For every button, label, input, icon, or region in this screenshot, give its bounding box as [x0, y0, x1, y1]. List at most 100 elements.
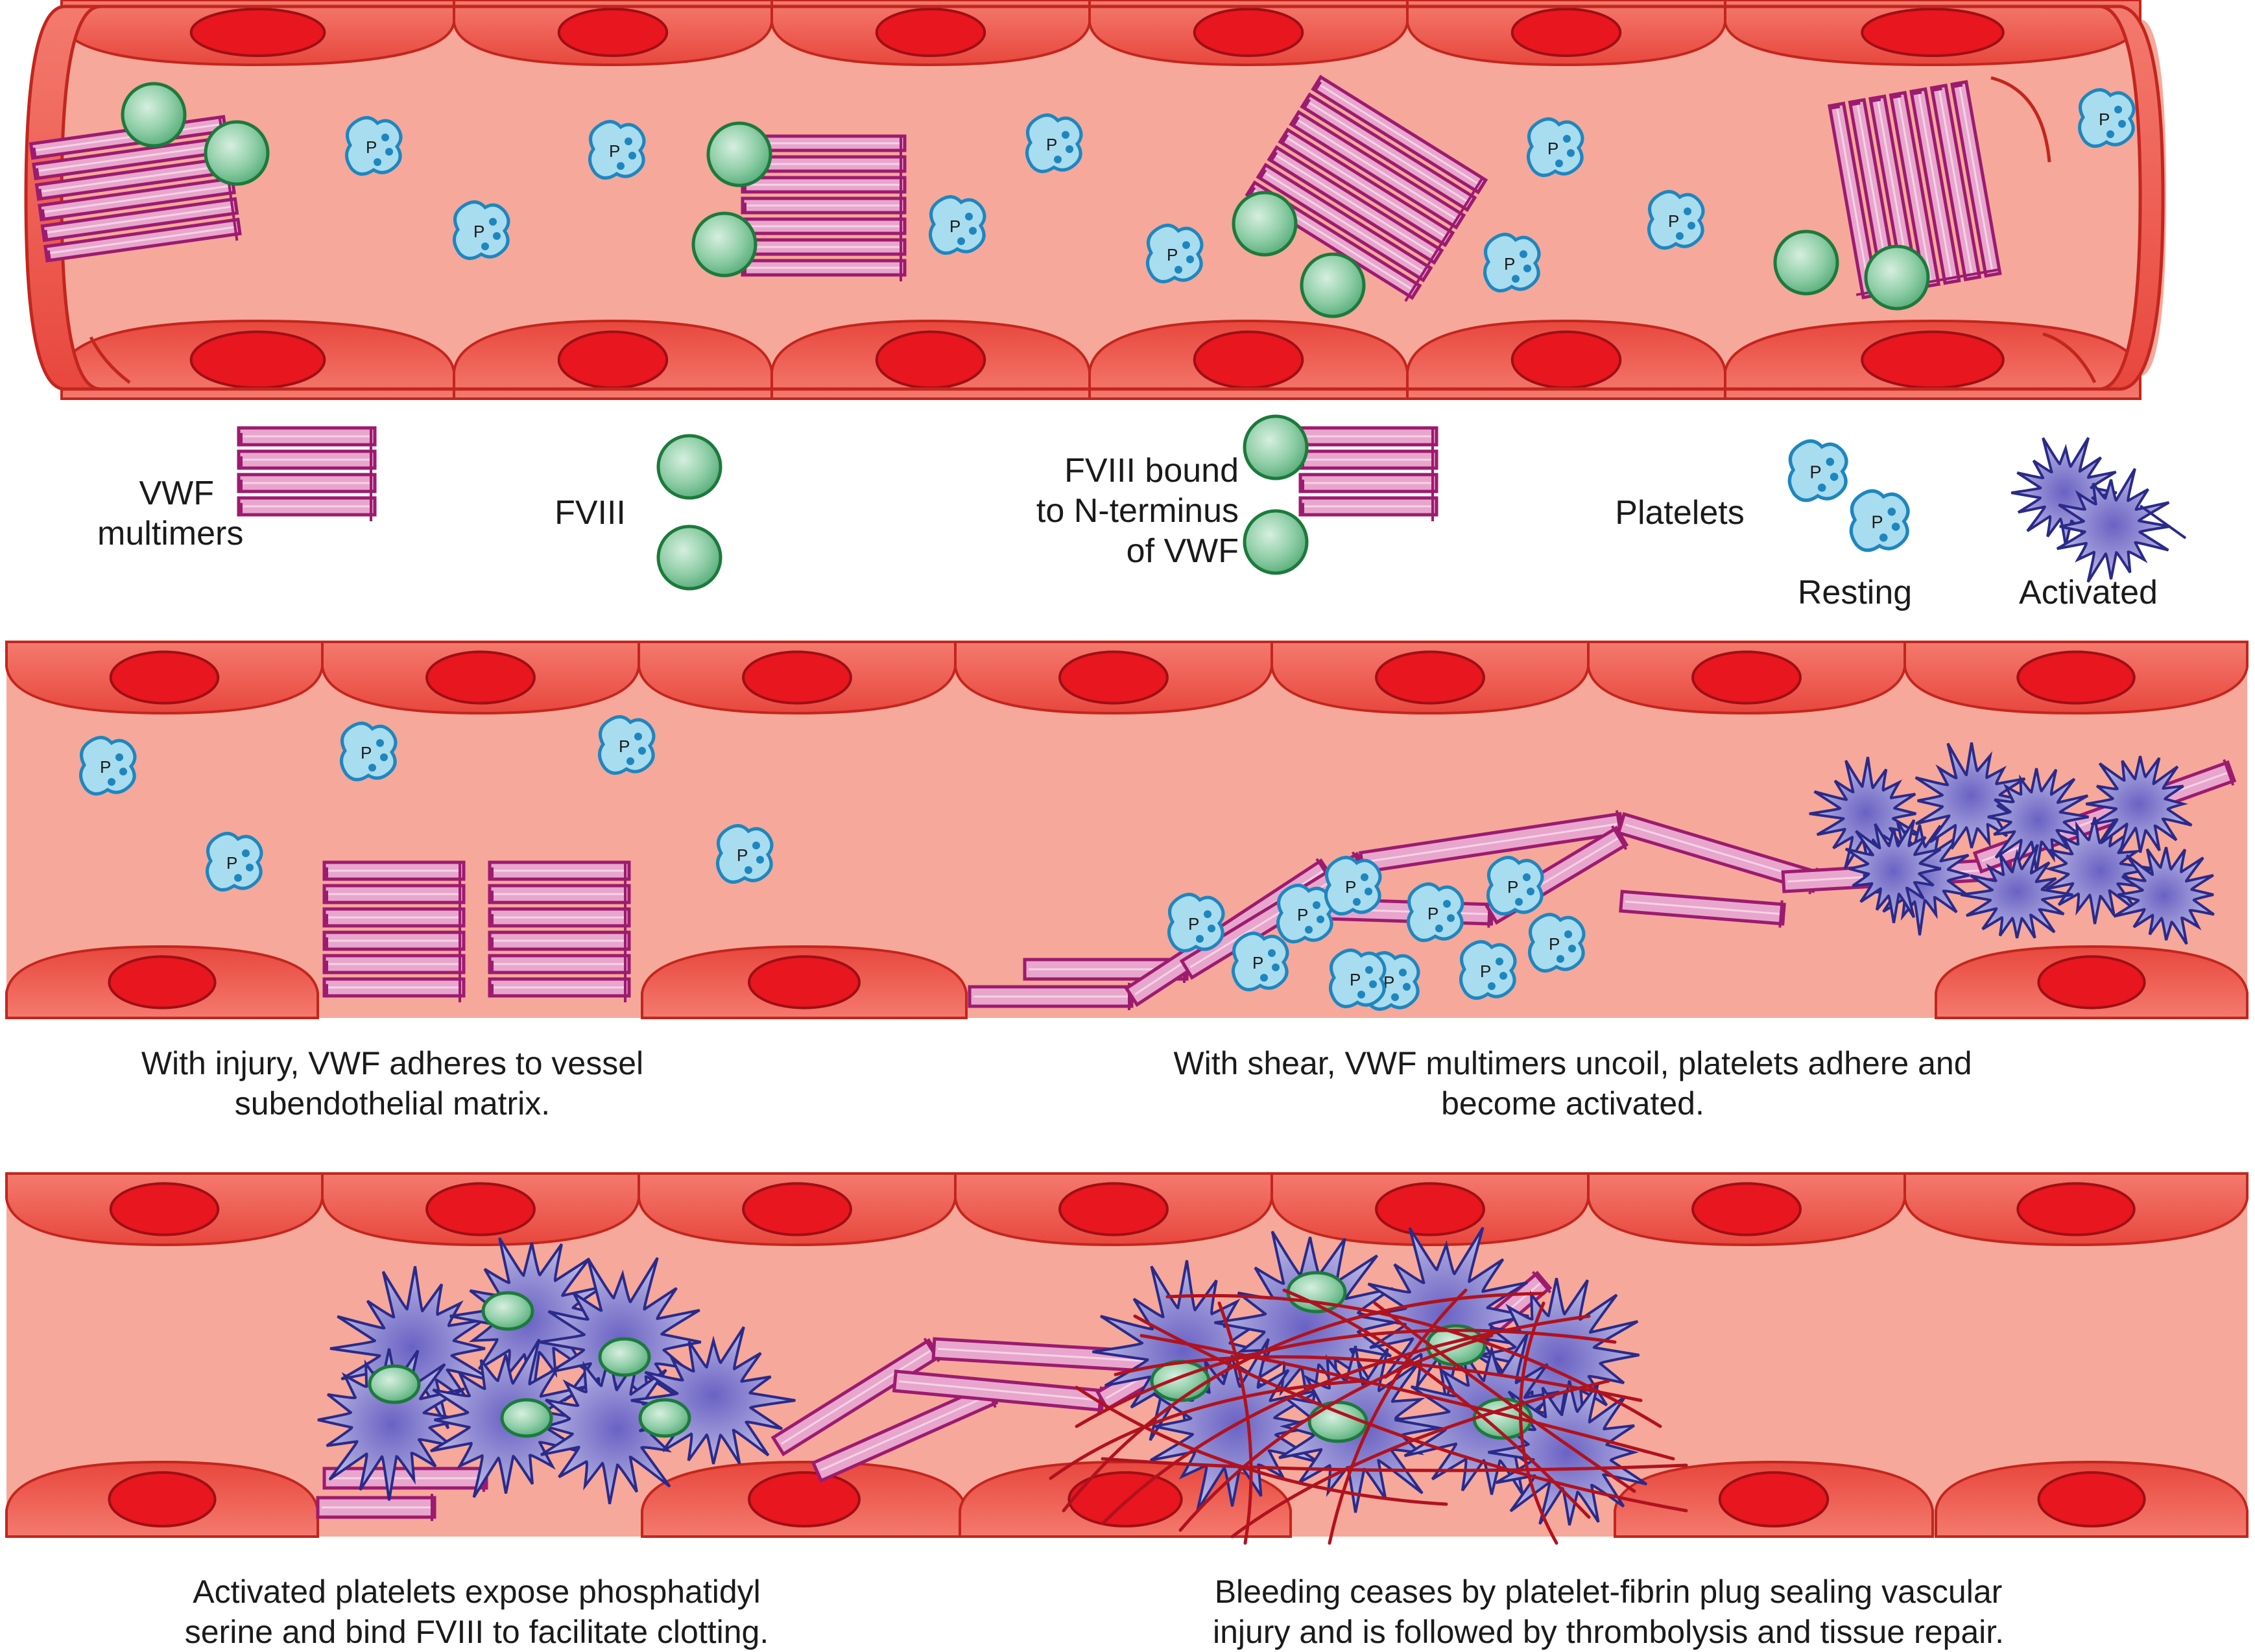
- endothelial-cell: [453, 319, 773, 400]
- resting-platelet: P: [1459, 940, 1517, 1000]
- endothelial-cell: [5, 945, 319, 1019]
- platelet-label: P: [737, 845, 748, 865]
- cell-nucleus: [425, 1182, 536, 1236]
- fibrin-strand: [1373, 1301, 1636, 1493]
- cell-nucleus: [1058, 650, 1169, 705]
- endothelial-cell: [641, 945, 968, 1019]
- platelet-label: P: [366, 137, 377, 157]
- resting-platelet: P: [716, 824, 774, 884]
- fibrin-strand: [1328, 1288, 1468, 1545]
- legend-fviii-bound-label: FVIII bound to N-terminus of VWF: [1036, 452, 1239, 570]
- fibrin-strand: [1101, 1457, 1688, 1472]
- cell-nucleus: [1691, 650, 1802, 705]
- endothelial-cell: [1406, 0, 1726, 67]
- platelet-label: P: [1507, 877, 1518, 897]
- platelet-label: P: [949, 217, 960, 236]
- fviii-molecule: [638, 1398, 691, 1438]
- cell-nucleus: [108, 1471, 217, 1528]
- endothelial-cell: [1271, 1172, 1590, 1247]
- vwf-multimer: [741, 134, 907, 281]
- fviii-molecule: [1307, 1400, 1368, 1443]
- cell-nucleus: [1193, 8, 1304, 57]
- resting-platelet: P: [1483, 233, 1541, 292]
- resting-platelet: P: [1486, 856, 1544, 915]
- platelet-label: P: [1167, 245, 1178, 265]
- fibrin-strand: [1139, 1334, 1675, 1461]
- resting-platelet: P: [345, 116, 403, 176]
- cell-nucleus: [1375, 650, 1485, 705]
- endothelial-cell: [60, 319, 455, 400]
- platelet-label: P: [1188, 914, 1199, 934]
- endothelial-cell: [5, 641, 324, 715]
- fibrin-strand: [1133, 1314, 1688, 1513]
- fviii-molecule: [204, 120, 270, 186]
- endothelial-cell: [1614, 1460, 1934, 1538]
- fviii-molecule: [1150, 1360, 1211, 1402]
- fviii-molecule: [598, 1337, 651, 1377]
- endothelial-cell: [1088, 319, 1409, 400]
- endothelial-cell: [1903, 1172, 2249, 1247]
- platelet-label: P: [1549, 934, 1560, 954]
- platelet-label: P: [619, 737, 630, 756]
- cell-nucleus: [1510, 330, 1622, 390]
- endothelial-cell: [453, 0, 773, 67]
- fviii-molecule: [481, 1291, 534, 1331]
- fibrin-strand: [1165, 1293, 1662, 1428]
- endothelial-cell: [60, 0, 455, 67]
- fibrin-strand: [1075, 1328, 1617, 1428]
- activated-platelet: [2113, 847, 2215, 945]
- endothelial-cell: [641, 1460, 968, 1538]
- fibrin-mesh: [1049, 1288, 1688, 1545]
- resting-platelet: P: [1324, 856, 1382, 915]
- platelet-label: P: [1345, 877, 1356, 897]
- platelet-label: P: [2099, 110, 2110, 129]
- platelet-label: P: [226, 853, 237, 873]
- fviii-molecule: [1243, 414, 1309, 480]
- endothelial-cell: [1088, 0, 1409, 67]
- activated-platelet: [540, 1353, 695, 1505]
- fviii-molecule: [368, 1364, 421, 1404]
- endothelial-cell: [1724, 0, 2142, 67]
- caption-panel3-left: Activated platelets expose phosphatidyl …: [184, 1574, 769, 1650]
- endothelial-cell: [1271, 641, 1590, 715]
- resting-platelet: P: [1787, 439, 1848, 502]
- endothelial-cell: [1935, 945, 2249, 1019]
- cell-nucleus: [2037, 1471, 2146, 1528]
- cell-nucleus: [1375, 1182, 1485, 1236]
- platelet-label: P: [1871, 512, 1883, 532]
- endothelial-cell: [1406, 319, 1726, 400]
- vwf-multimer: [237, 426, 377, 521]
- platelet-label: P: [1504, 254, 1515, 274]
- cell-nucleus: [1691, 1182, 1802, 1236]
- platelet-label: P: [1480, 962, 1491, 981]
- cell-nucleus: [557, 8, 669, 57]
- endothelial-cell: [321, 1172, 640, 1247]
- caption-panel2-left: With injury, VWF adheres to vessel suben…: [141, 1045, 644, 1122]
- cell-nucleus: [108, 955, 217, 1009]
- resting-platelet: P: [1849, 489, 1910, 552]
- cell-nucleus: [875, 330, 986, 390]
- resting-platelet: P: [1232, 932, 1289, 991]
- resting-platelet: P: [1276, 884, 1334, 943]
- activated-platelet: [2086, 755, 2193, 853]
- endothelial-cell: [1903, 641, 2249, 715]
- platelet-label: P: [1668, 211, 1679, 231]
- cell-nucleus: [109, 650, 220, 705]
- activated-platelet: [1915, 742, 2027, 850]
- legend-activated-label: Activated: [2019, 574, 2158, 611]
- cell-nucleus: [2016, 650, 2136, 705]
- fviii-molecule: [1773, 230, 1839, 296]
- endothelial-cell: [638, 1172, 957, 1247]
- cell-nucleus: [1861, 330, 2005, 390]
- platelet-label: P: [1547, 139, 1558, 158]
- vwf-multimer: [322, 860, 466, 1002]
- vwf-strand: [1619, 890, 1786, 928]
- vwf-multimer: [488, 860, 631, 1002]
- cell-nucleus: [1718, 1471, 1830, 1528]
- vwf-strand: [1358, 810, 1625, 874]
- cell-nucleus: [109, 1182, 220, 1236]
- fviii-molecule: [1243, 509, 1309, 575]
- resting-platelet: P: [79, 736, 137, 796]
